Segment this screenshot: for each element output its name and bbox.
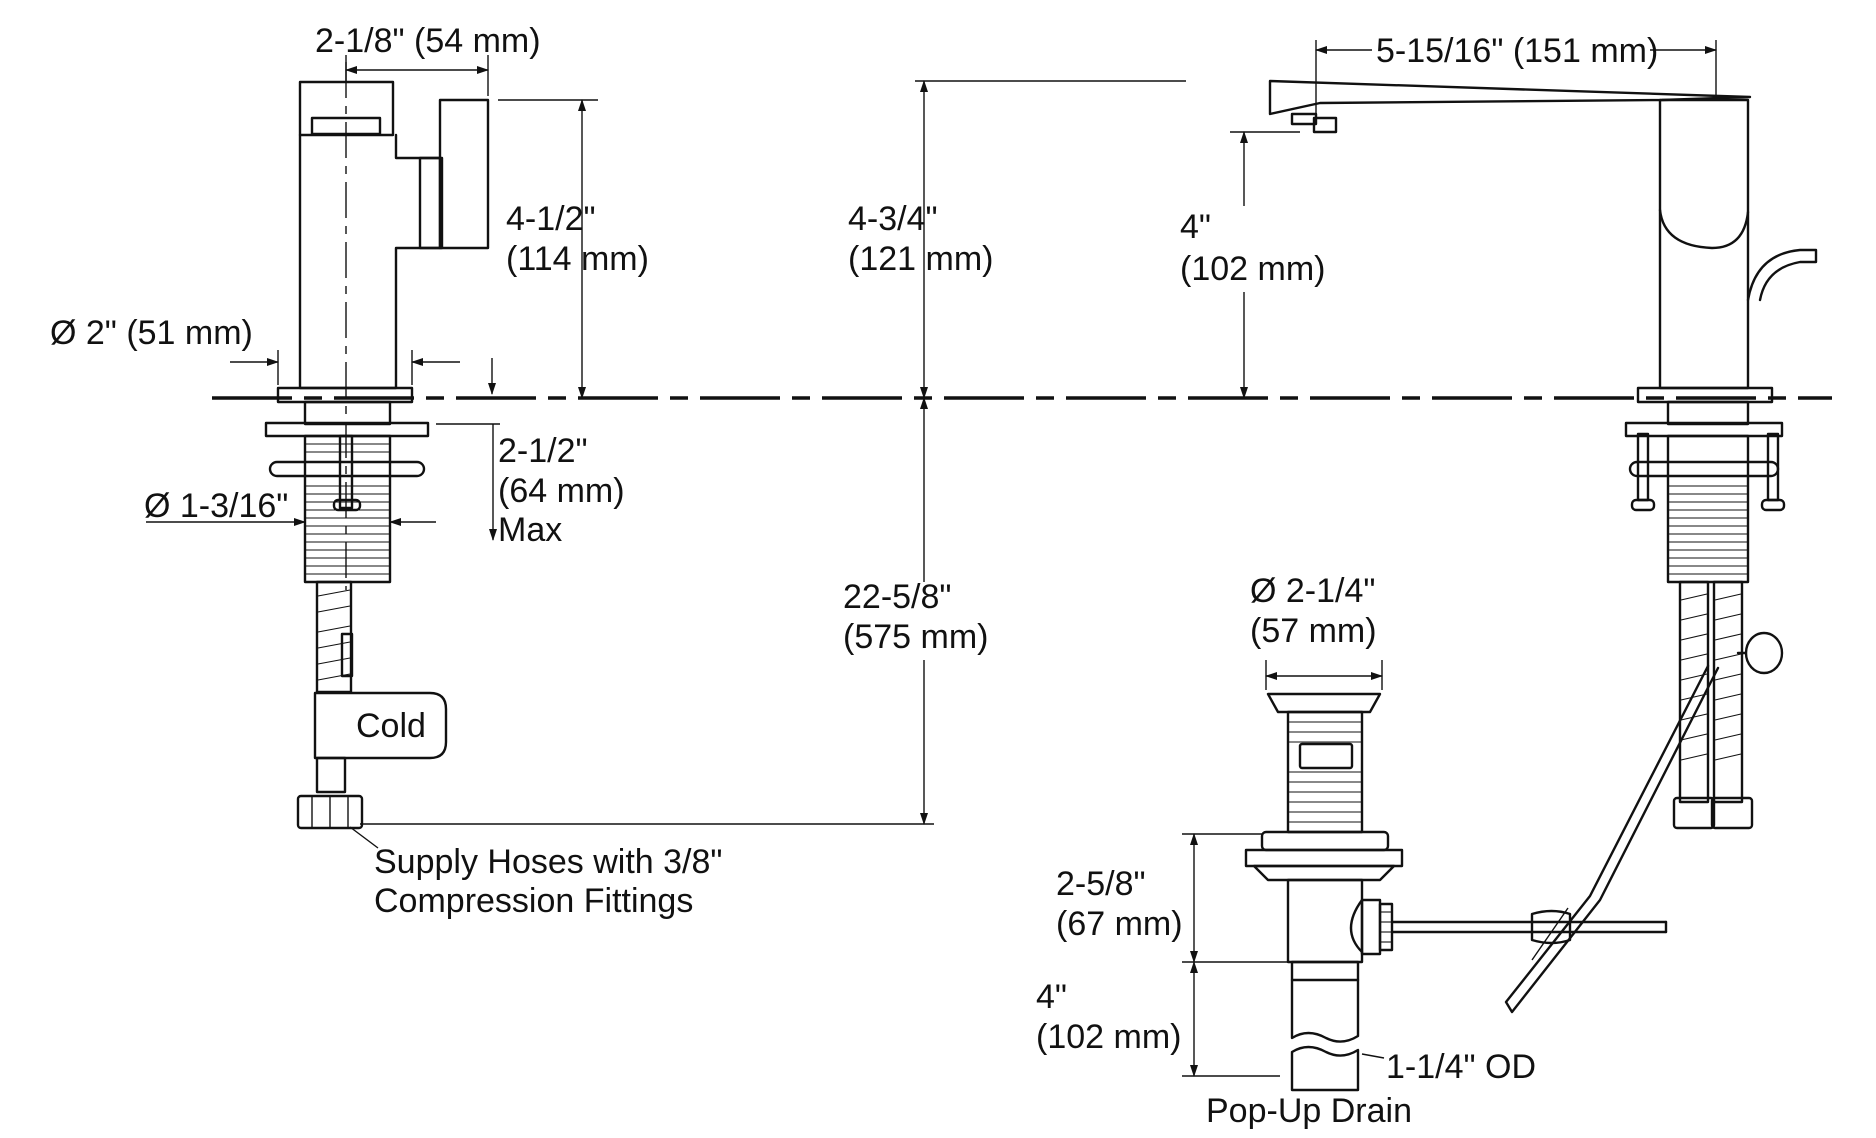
faucet-front-view <box>1268 79 1818 1014</box>
shank-length-max-label: Max <box>498 511 562 549</box>
drain-body-label-mm: (67 mm) <box>1056 905 1183 943</box>
base-diameter-label: Ø 2" (51 mm) <box>50 314 253 352</box>
tail-length-label-mm: (102 mm) <box>1036 1018 1181 1056</box>
tail-length-label-in: 4" <box>1036 978 1067 1016</box>
faucet-side-view: Cold <box>264 80 490 830</box>
supply-hoses-label-line2: Compression Fittings <box>374 882 693 920</box>
handle-height-label-mm: (114 mm) <box>506 240 649 278</box>
handle-height-label-in: 4-1/2" <box>506 200 596 238</box>
spout-width-label: 2-1/8" (54 mm) <box>315 22 541 60</box>
shank-diameter-label: Ø 1-3/16" <box>144 487 288 525</box>
drain-title: Pop-Up Drain <box>1206 1092 1412 1130</box>
supply-hoses-label-line1: Supply Hoses with 3/8" <box>374 843 722 881</box>
drain-diameter-label-mm: (57 mm) <box>1250 612 1377 650</box>
pop-up-drain <box>1244 692 1668 1092</box>
drain-dimensions <box>1182 660 1385 1077</box>
shank-length-label-in: 2-1/2" <box>498 432 588 470</box>
drain-threads <box>1289 721 1361 823</box>
spout-reach-label: 5-15/16" (151 mm) <box>1376 32 1658 70</box>
shank-length-label-mm: (64 mm) <box>498 472 625 510</box>
overall-height-label-in: 4-3/4" <box>848 200 938 238</box>
drain-body-label-in: 2-5/8" <box>1056 865 1146 903</box>
center-dimensions <box>360 80 1186 825</box>
overall-height-label-mm: (121 mm) <box>848 240 993 278</box>
spout-height-label-in: 4" <box>1180 208 1211 246</box>
drain-diameter-label-in: Ø 2-1/4" <box>1250 572 1375 610</box>
spout-height-label-mm: (102 mm) <box>1180 250 1325 288</box>
supply-length-label-mm: (575 mm) <box>843 618 988 656</box>
cold-label: Cold <box>356 707 426 745</box>
shank-threads <box>306 443 389 575</box>
supply-length-label-in: 22-5/8" <box>843 578 951 616</box>
shank-threads-front <box>1669 485 1747 575</box>
left-dimensions <box>146 55 598 849</box>
tail-od-label: 1-1/4" OD <box>1386 1048 1536 1086</box>
